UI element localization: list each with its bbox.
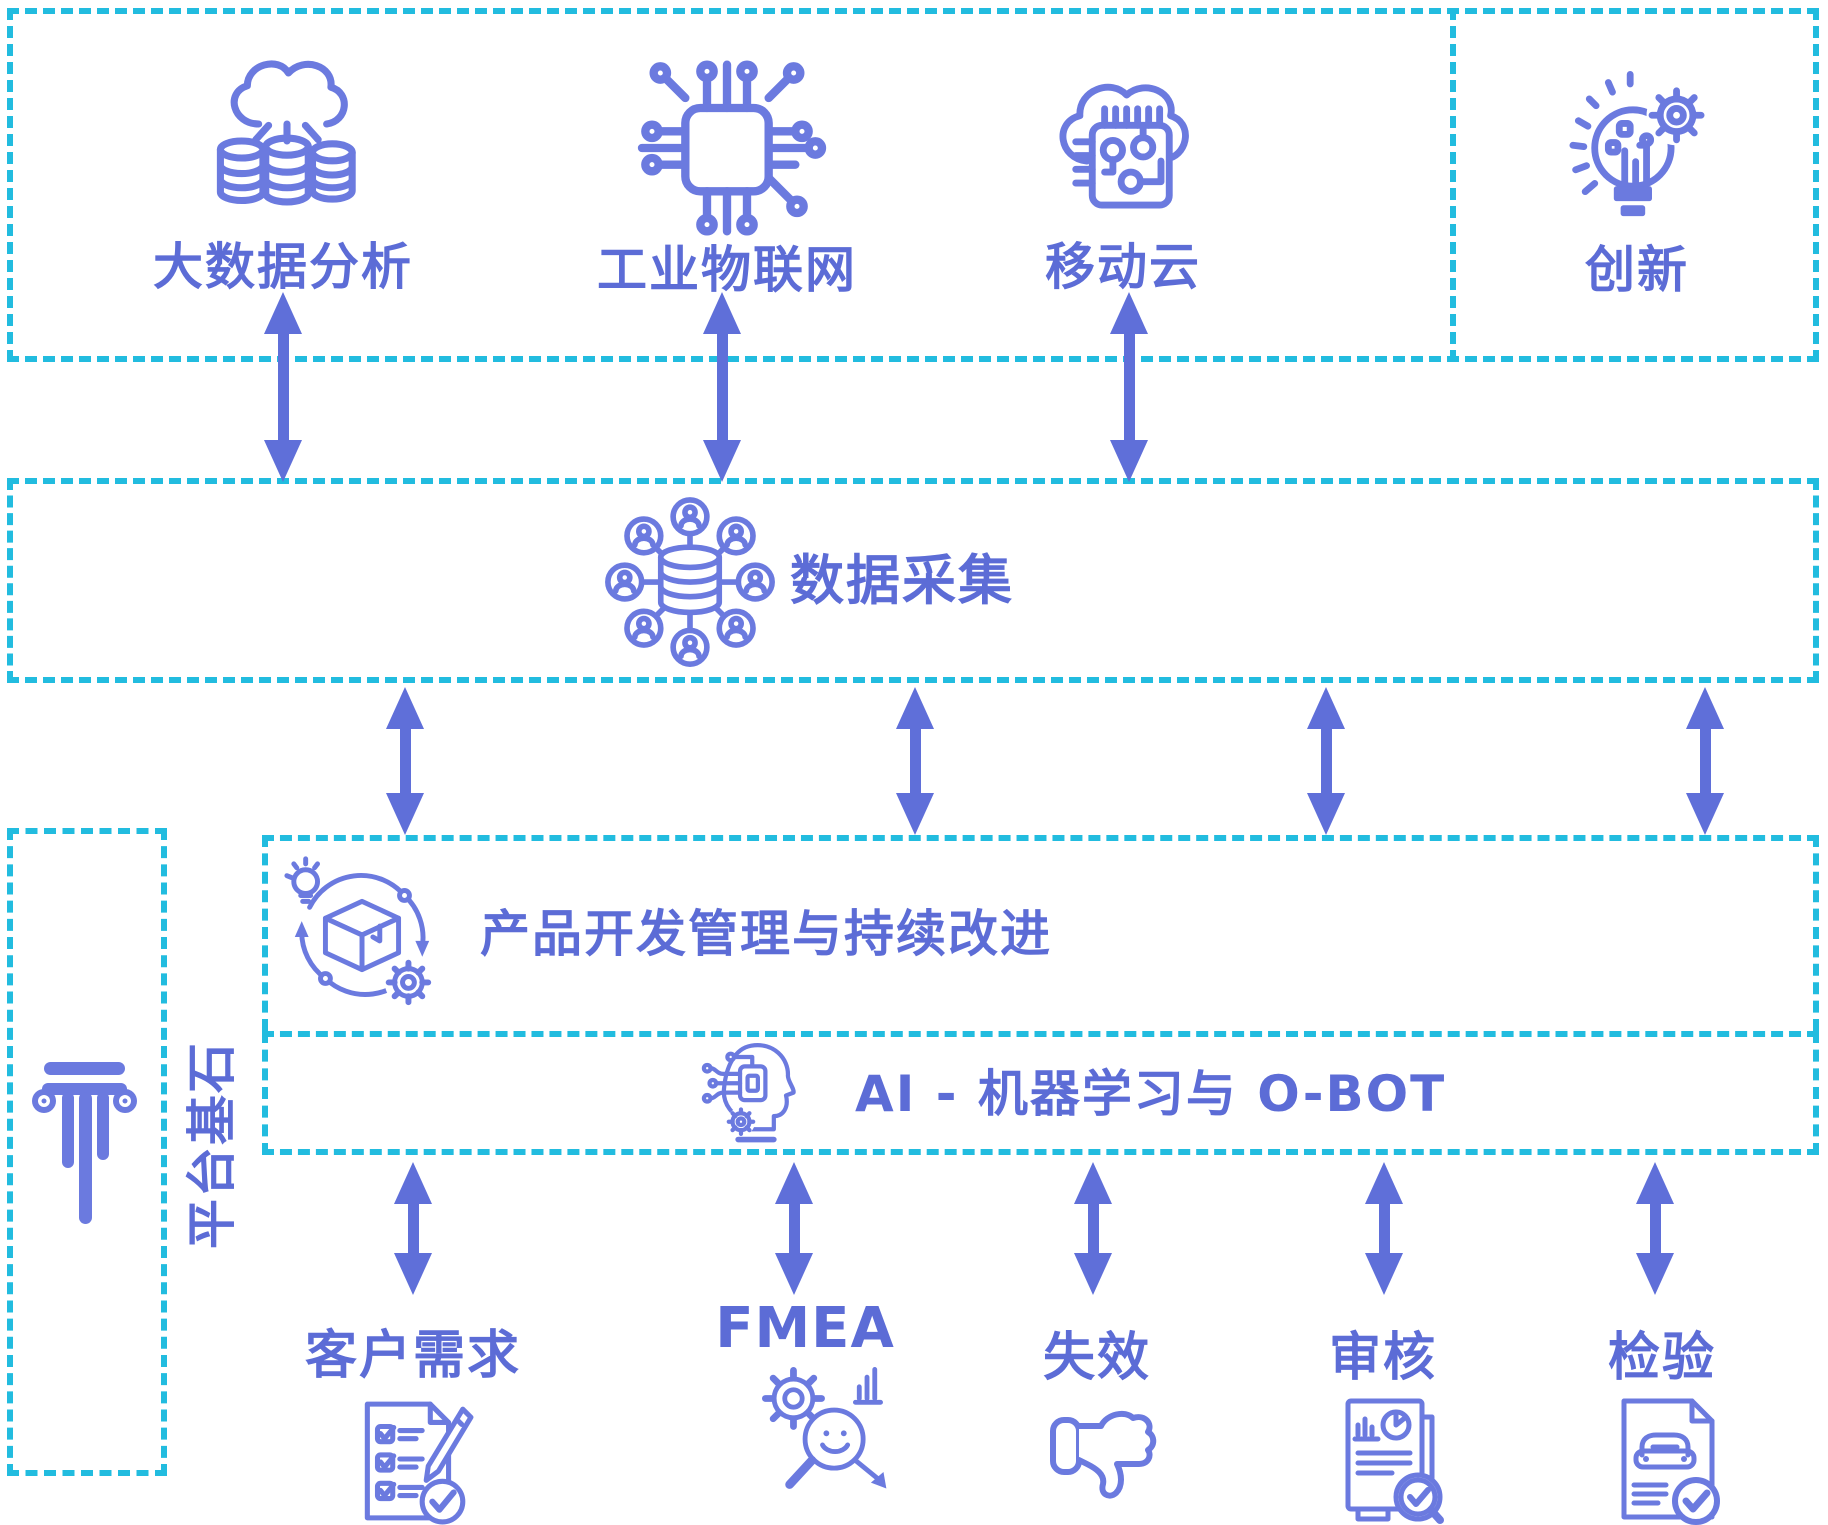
double-arrow	[1073, 1162, 1113, 1295]
audit-report-magnifier-icon	[1330, 1393, 1450, 1525]
double-arrow	[702, 292, 742, 482]
top-item-label-iiot: 工业物联网	[597, 241, 857, 299]
double-arrow	[774, 1162, 814, 1295]
bottom-item-label-inspection: 检验	[1607, 1328, 1716, 1388]
double-arrow	[1685, 687, 1725, 835]
double-arrow	[393, 1162, 433, 1295]
platform-foundation-label: 平台基石	[183, 1041, 241, 1249]
top-item-label-mobile-cloud: 移动云	[1045, 238, 1201, 296]
bottom-item-label-audit: 审核	[1328, 1328, 1437, 1388]
top-technologies-box	[7, 8, 1819, 362]
bottom-item-label-customer-req: 客户需求	[304, 1326, 521, 1386]
data-collection-label: 数据采集	[790, 549, 1014, 612]
top-item-label-big-data: 大数据分析	[153, 238, 413, 296]
innovation-divider	[1450, 8, 1456, 362]
fmea-gear-magnifier-icon	[745, 1352, 900, 1502]
double-arrow	[1635, 1162, 1675, 1295]
ai-head-circuit-icon	[695, 1038, 817, 1151]
ai-label: AI - 机器学习与 O-BOT	[855, 1065, 1447, 1123]
double-arrow	[263, 292, 303, 482]
ai-box	[262, 1031, 1819, 1155]
double-arrow	[385, 687, 425, 835]
double-arrow	[895, 687, 935, 835]
top-item-label-innovation: 创新	[1585, 241, 1689, 299]
data-collection-box	[7, 478, 1819, 683]
industrial-iot-chip-icon	[622, 48, 832, 248]
mobile-cloud-icon	[1040, 62, 1205, 234]
double-arrow	[1109, 292, 1149, 482]
bottom-item-label-fmea: FMEA	[715, 1296, 895, 1361]
double-arrow	[1306, 687, 1346, 835]
product-dev-box	[262, 835, 1819, 1031]
thumbs-down-icon	[1045, 1400, 1180, 1522]
big-data-analytics-icon	[202, 52, 372, 230]
inspection-car-document-icon	[1608, 1393, 1728, 1525]
checklist-pencil-icon	[345, 1396, 477, 1525]
pillar-icon	[22, 1058, 147, 1230]
bottom-item-label-failure: 失效	[1042, 1328, 1151, 1388]
double-arrow	[1364, 1162, 1404, 1295]
data-collection-database-users-icon	[600, 492, 780, 672]
product-dev-label: 产品开发管理与持续改进	[480, 905, 1052, 963]
product-dev-cycle-icon	[278, 855, 446, 1015]
innovation-bulb-gear-icon	[1562, 66, 1712, 230]
platform-foundation-box	[7, 828, 167, 1476]
